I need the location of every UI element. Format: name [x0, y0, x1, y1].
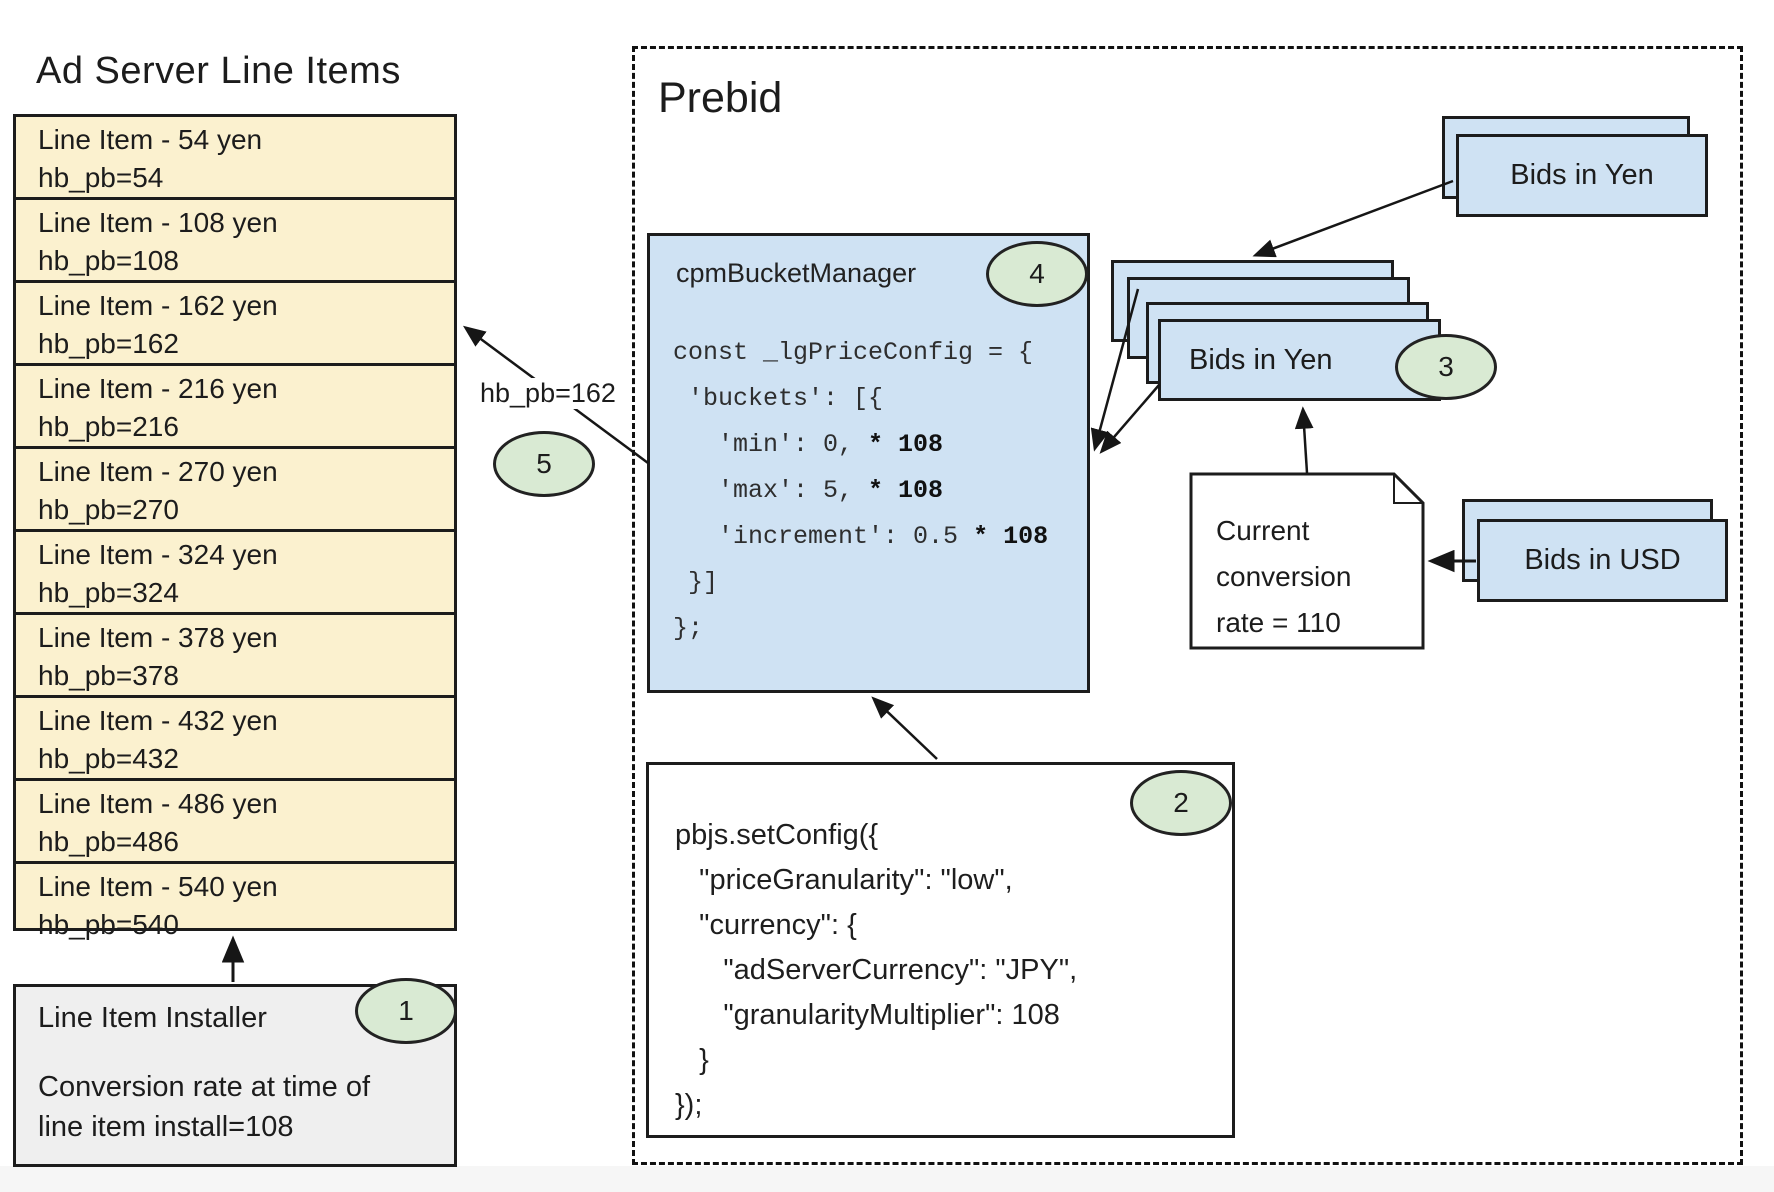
line-item-label: Line Item - 432 yen	[38, 705, 278, 736]
note-fold	[1393, 474, 1423, 504]
line-item-label: Line Item - 324 yen	[38, 539, 278, 570]
hb-pb-flow-label: hb_pb=162	[476, 378, 620, 409]
code-line: };	[673, 614, 704, 643]
bids-in-usd-label: Bids in USD	[1524, 544, 1681, 576]
code-line: 'min': 0, * 108	[673, 430, 944, 459]
line-item-kv: hb_pb=108	[38, 245, 179, 276]
line-item-row: Line Item - 108 yen hb_pb=108	[16, 200, 454, 283]
bids-in-yen-stack-card-front: Bids in Yen	[1158, 319, 1441, 401]
line-item-kv: hb_pb=324	[38, 577, 179, 608]
code-line: 'buckets': [{	[673, 384, 884, 413]
conversion-rate-text: Current conversion rate = 110	[1216, 515, 1352, 638]
line-item-label: Line Item - 540 yen	[38, 871, 278, 902]
line-item-label: Line Item - 378 yen	[38, 622, 278, 653]
line-item-kv: hb_pb=378	[38, 660, 179, 691]
code-line: const _lgPriceConfig = {	[673, 338, 1034, 367]
line-item-table: Line Item - 54 yen hb_pb=54 Line Item - …	[13, 114, 457, 940]
line-item-label: Line Item - 270 yen	[38, 456, 278, 487]
line-item-row: Line Item - 432 yen hb_pb=432	[16, 698, 454, 781]
step-badge-1: 1	[355, 978, 457, 1044]
line-item-kv: hb_pb=540	[38, 909, 179, 940]
conversion-rate-note-shape	[1189, 472, 1425, 650]
pbjs-set-config-code: pbjs.setConfig({ "priceGranularity": "lo…	[675, 813, 1077, 1128]
code-line: }	[675, 1044, 709, 1076]
installer-note: Conversion rate at time of line item ins…	[38, 1071, 371, 1143]
bids-in-usd-card: Bids in USD	[1477, 519, 1728, 602]
line-item-row: Line Item - 324 yen hb_pb=324	[16, 532, 454, 615]
line-item-row: Line Item - 378 yen hb_pb=378	[16, 615, 454, 698]
bids-in-yen-incoming-label: Bids in Yen	[1510, 159, 1654, 191]
installer-title: Line Item Installer	[38, 1002, 267, 1034]
line-item-kv: hb_pb=54	[38, 162, 164, 193]
step-badge-5: 5	[493, 431, 595, 497]
code-line: "granularityMultiplier": 108	[675, 999, 1060, 1031]
line-item-kv: hb_pb=270	[38, 494, 179, 525]
line-item-row: Line Item - 216 yen hb_pb=216	[16, 366, 454, 449]
line-item-row: Line Item - 486 yen hb_pb=486	[16, 781, 454, 864]
line-item-row: Line Item - 162 yen hb_pb=162	[16, 283, 454, 366]
step-badge-3: 3	[1395, 334, 1497, 400]
cpm-bucket-manager-box: cpmBucketManager const _lgPriceConfig = …	[647, 233, 1090, 693]
code-line: 'max': 5, * 108	[673, 476, 944, 505]
bottom-strip	[0, 1166, 1774, 1192]
cpm-bucket-manager-code: const _lgPriceConfig = { 'buckets': [{ '…	[673, 330, 1048, 652]
line-item-kv: hb_pb=432	[38, 743, 179, 774]
line-item-label: Line Item - 54 yen	[38, 124, 263, 155]
line-item-label: Line Item - 162 yen	[38, 290, 278, 321]
step-badge-4: 4	[986, 241, 1088, 307]
code-line: "currency": {	[675, 909, 857, 941]
code-line: });	[675, 1089, 703, 1121]
code-line: 'increment': 0.5 * 108	[673, 522, 1049, 551]
line-item-label: Line Item - 486 yen	[38, 788, 278, 819]
line-item-row: Line Item - 540 yen hb_pb=540	[16, 864, 454, 944]
line-item-kv: hb_pb=486	[38, 826, 179, 857]
bids-in-yen-stack-label: Bids in Yen	[1189, 343, 1333, 376]
line-item-kv: hb_pb=162	[38, 328, 179, 359]
code-line: "adServerCurrency": "JPY",	[675, 954, 1078, 986]
pbjs-set-config-box: pbjs.setConfig({ "priceGranularity": "lo…	[646, 762, 1235, 1138]
line-item-label: Line Item - 216 yen	[38, 373, 278, 404]
code-line: }]	[673, 568, 719, 597]
note-outline	[1189, 472, 1425, 650]
code-line: "priceGranularity": "low",	[675, 864, 1013, 896]
line-item-label: Line Item - 108 yen	[38, 207, 278, 238]
cpm-bucket-manager-title: cpmBucketManager	[676, 258, 917, 288]
line-item-kv: hb_pb=216	[38, 411, 179, 442]
prebid-title: Prebid	[658, 74, 783, 122]
bids-in-yen-incoming-card: Bids in Yen	[1456, 134, 1708, 217]
prebid-container	[632, 46, 1743, 1165]
step-badge-2: 2	[1130, 770, 1232, 836]
line-item-row: Line Item - 270 yen hb_pb=270	[16, 449, 454, 532]
code-line: pbjs.setConfig({	[675, 819, 879, 851]
line-item-row: Line Item - 54 yen hb_pb=54	[16, 117, 454, 200]
ad-server-title: Ad Server Line Items	[36, 50, 401, 92]
